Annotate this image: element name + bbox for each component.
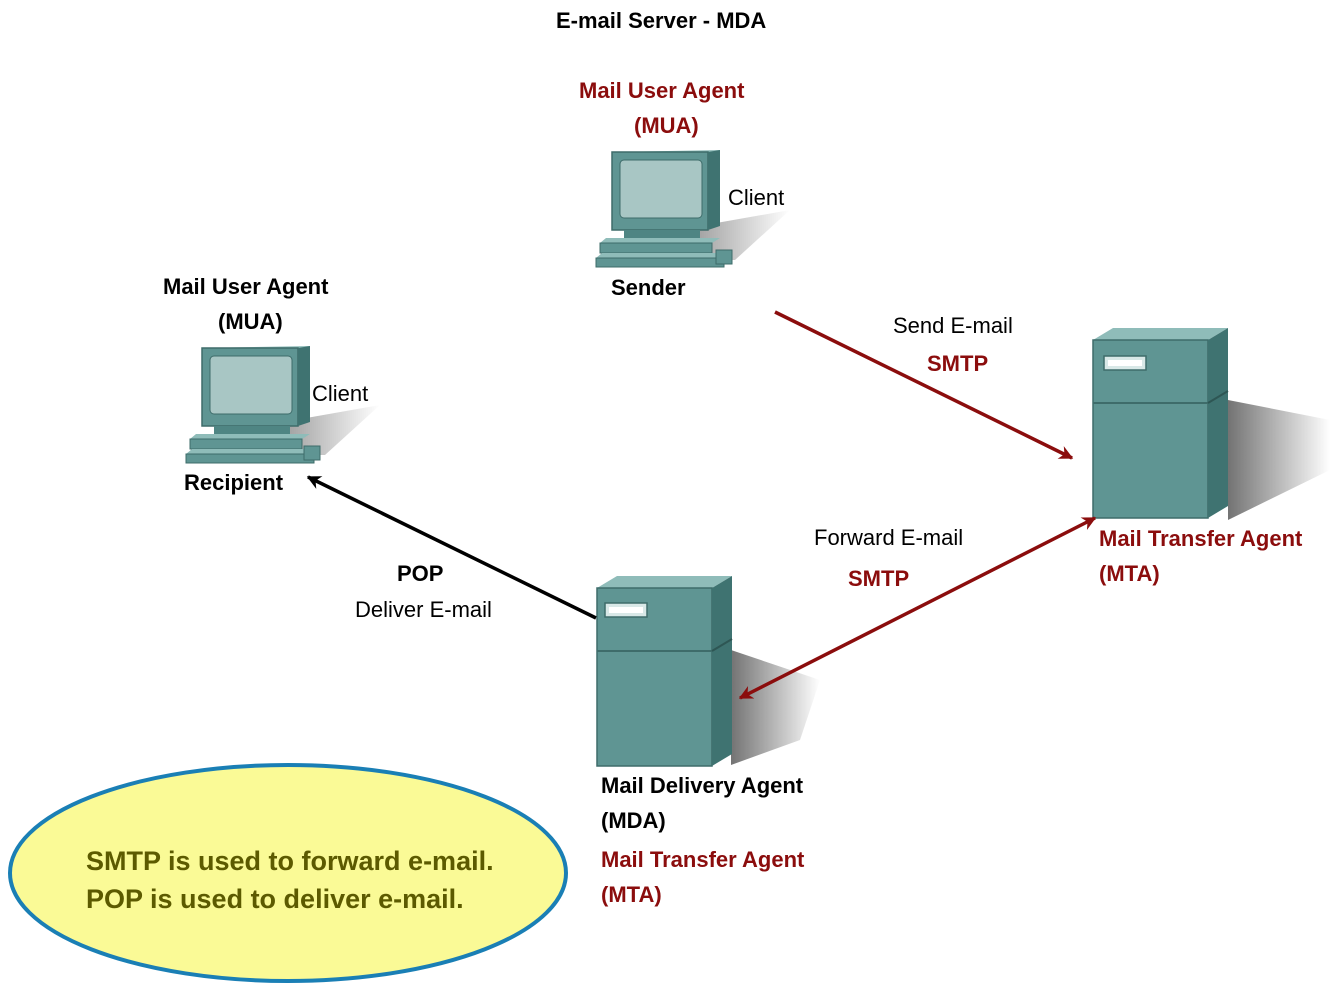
mda-abbr: (MDA)	[601, 808, 666, 833]
callout-line-smtp: SMTP is used to forward e-mail.	[86, 846, 494, 876]
sender-role-label: Client	[728, 185, 785, 210]
forward-email-arrow	[738, 516, 1097, 700]
mta-label: Mail Transfer Agent	[1099, 526, 1303, 551]
mta-server-icon	[1092, 328, 1330, 520]
callout-text: SMTP is used to forward e-mail. POP is u…	[86, 842, 494, 918]
mta-abbr: (MTA)	[1099, 561, 1160, 586]
forward-email-label: Forward E-mail	[814, 525, 964, 550]
sender-agent-label: Mail User Agent	[579, 78, 745, 103]
sender-computer-icon	[595, 150, 790, 268]
forward-protocol-label: SMTP	[848, 566, 910, 591]
mda-mta-label: Mail Transfer Agent	[601, 847, 805, 872]
deliver-email-arrow	[306, 475, 597, 620]
sender-name-label: Sender	[611, 275, 686, 300]
send-email-arrow	[774, 310, 1074, 460]
recipient-role-label: Client	[312, 381, 369, 406]
mda-mta-abbr: (MTA)	[601, 882, 662, 907]
recipient-agent-abbr: (MUA)	[218, 309, 283, 334]
mda-server-icon	[596, 576, 820, 767]
recipient-agent-label: Mail User Agent	[163, 274, 329, 299]
diagram-title: E-mail Server - MDA	[556, 8, 767, 33]
callout-ellipse	[8, 763, 568, 983]
callout-line-pop: POP is used to deliver e-mail.	[86, 884, 464, 914]
recipient-name-label: Recipient	[184, 470, 284, 495]
recipient-computer-icon	[185, 346, 380, 464]
send-email-label: Send E-mail	[893, 313, 1013, 338]
sender-agent-abbr: (MUA)	[634, 113, 699, 138]
deliver-protocol-label: POP	[397, 561, 444, 586]
send-protocol-label: SMTP	[927, 351, 989, 376]
deliver-email-label: Deliver E-mail	[355, 597, 492, 622]
mda-label: Mail Delivery Agent	[601, 773, 804, 798]
